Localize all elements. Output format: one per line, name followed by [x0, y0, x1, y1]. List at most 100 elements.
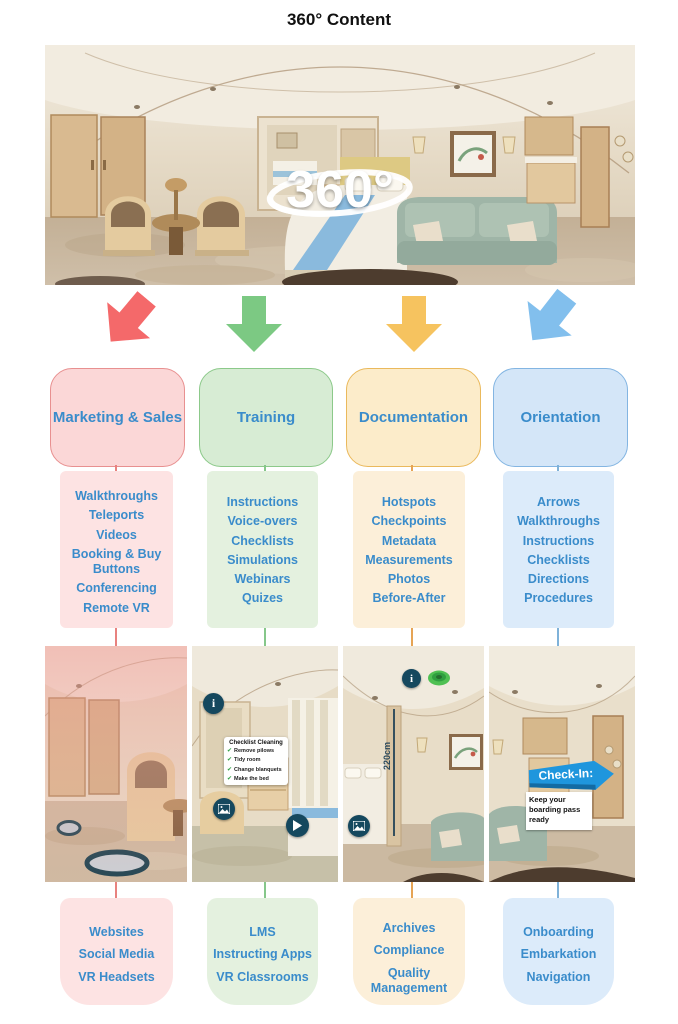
bottom-item: Compliance — [373, 943, 445, 958]
bottom-item: Websites — [89, 925, 144, 939]
connector-line — [264, 465, 266, 473]
connector-line — [264, 882, 266, 898]
category-training: Training — [199, 368, 333, 467]
list-item: Voice-overs — [227, 514, 298, 529]
bottom-item: Embarkation — [520, 947, 597, 962]
arrow-training — [222, 296, 286, 354]
armchair-left — [103, 196, 155, 256]
bottom-item: VR Classrooms — [216, 969, 309, 984]
bottom-item: LMS — [249, 925, 276, 939]
list-item: Instructions — [522, 533, 595, 548]
list-item: Videos — [96, 527, 137, 542]
image-icon[interactable] — [213, 798, 235, 820]
list-item: Directions — [527, 572, 590, 586]
list-item: Booking & Buy Buttons — [71, 546, 162, 576]
list-item: Photos — [387, 572, 431, 586]
hero-panorama-svg: 360° — [45, 45, 645, 295]
wardrobe-doors — [50, 114, 146, 218]
category-documentation: Documentation — [346, 368, 481, 467]
list-item: Walkthroughs — [75, 489, 158, 503]
checkin-banner[interactable]: Check-In: — [528, 760, 615, 794]
list-item: Webinars — [234, 572, 291, 586]
list-item: Instructions — [226, 495, 299, 509]
category-label: Marketing & Sales — [52, 408, 183, 426]
checklist-hotspot-card[interactable]: Checklist Cleaning ✔Remove pilows ✔Tidy … — [224, 737, 288, 785]
bottom-orientation: Onboarding Embarkation Navigation — [503, 898, 614, 1005]
connector-line — [557, 628, 559, 646]
smoke-detector-hotspot[interactable] — [427, 670, 451, 687]
checkin-note-line: ready — [529, 815, 550, 825]
category-label: Documentation — [358, 408, 469, 426]
bottom-item: Quality Management — [370, 965, 448, 995]
info-icon[interactable]: i — [203, 693, 224, 714]
strip-training-panel: i Checklist Cleaning ✔Remove pilows ✔Tid… — [192, 646, 338, 882]
check-icon: ✔ — [227, 757, 233, 764]
page-title: 360° Content — [286, 10, 392, 29]
list-orientation: Arrows Walkthroughs Instructions Checkli… — [503, 471, 614, 628]
bottom-training: LMS Instructing Apps VR Classrooms — [207, 898, 318, 1005]
image-icon[interactable] — [348, 815, 370, 837]
arrow-marketing — [85, 278, 171, 364]
ceiling-seam-arc — [50, 66, 630, 174]
marketing-tint-overlay — [45, 646, 187, 882]
bottom-item: VR Headsets — [78, 969, 155, 984]
category-marketing-sales: Marketing & Sales — [50, 368, 185, 467]
check-icon: ✔ — [227, 766, 233, 773]
hero-panorama-image: 360° — [45, 45, 645, 295]
check-icon: ✔ — [227, 748, 233, 754]
bottom-documentation: Archives Compliance Quality Management — [353, 898, 465, 1005]
measurement-line — [393, 709, 395, 836]
bottom-item: Social Media — [78, 947, 155, 962]
play-icon[interactable] — [286, 814, 309, 837]
connector-line — [115, 628, 117, 646]
info-icon[interactable]: i — [402, 669, 421, 688]
arrow-orientation — [506, 276, 592, 361]
connector-line — [411, 465, 413, 473]
connector-line — [115, 465, 117, 473]
side-table — [152, 178, 200, 255]
entry-door — [580, 126, 634, 228]
list-item: Remote VR — [83, 600, 150, 615]
connector-line — [264, 628, 266, 646]
ceiling-seam-arc2 — [84, 52, 596, 93]
wall-sconces — [412, 136, 516, 154]
list-documentation: Hotspots Checkpoints Metadata Measuremen… — [353, 471, 465, 628]
sofa — [397, 197, 557, 265]
strip-orientation-panel: Check-In: Keep your boarding pass ready — [489, 646, 635, 882]
strip1-bg — [45, 646, 187, 882]
badge-360-text: 360° — [286, 161, 394, 219]
connector-line — [115, 882, 117, 898]
checklist-item: Make the bed — [234, 775, 269, 782]
list-marketing: Walkthroughs Teleports Videos Booking & … — [60, 471, 173, 628]
checklist-item: Remove pilows — [234, 748, 275, 754]
strip2-bg — [192, 646, 338, 882]
list-item: Simulations — [227, 552, 298, 567]
arrow-documentation — [382, 296, 446, 354]
list-item: Measurements — [365, 552, 453, 567]
list-item: Arrows — [536, 495, 581, 509]
list-item: Procedures — [524, 591, 593, 606]
checkin-note: Keep your boarding pass ready — [526, 792, 592, 830]
list-item: Conferencing — [76, 581, 157, 596]
checkin-note-line: boarding pass — [529, 805, 581, 815]
checkin-note-line: Keep your — [529, 795, 566, 804]
category-label: Orientation — [520, 408, 601, 426]
list-item: Quizes — [242, 591, 283, 606]
connector-line — [411, 628, 413, 646]
list-item: Metadata — [381, 533, 437, 548]
list-item: Checklists — [527, 552, 590, 567]
bottom-item: Navigation — [526, 969, 591, 984]
checklist-item: Tidy room — [234, 757, 261, 764]
check-icon: ✔ — [227, 775, 233, 782]
list-item: Hotspots — [381, 495, 437, 509]
bottom-item: Archives — [382, 921, 436, 935]
category-label: Training — [236, 408, 296, 426]
checklist-item: Change blanquets — [234, 766, 282, 773]
list-item: Checkpoints — [371, 514, 447, 529]
strip-marketing-panel — [45, 646, 187, 882]
list-training: Instructions Voice-overs Checklists Simu… — [207, 471, 318, 628]
armchair-right — [195, 196, 249, 256]
strip3-bg — [343, 646, 484, 882]
strip4-bg — [489, 646, 635, 882]
